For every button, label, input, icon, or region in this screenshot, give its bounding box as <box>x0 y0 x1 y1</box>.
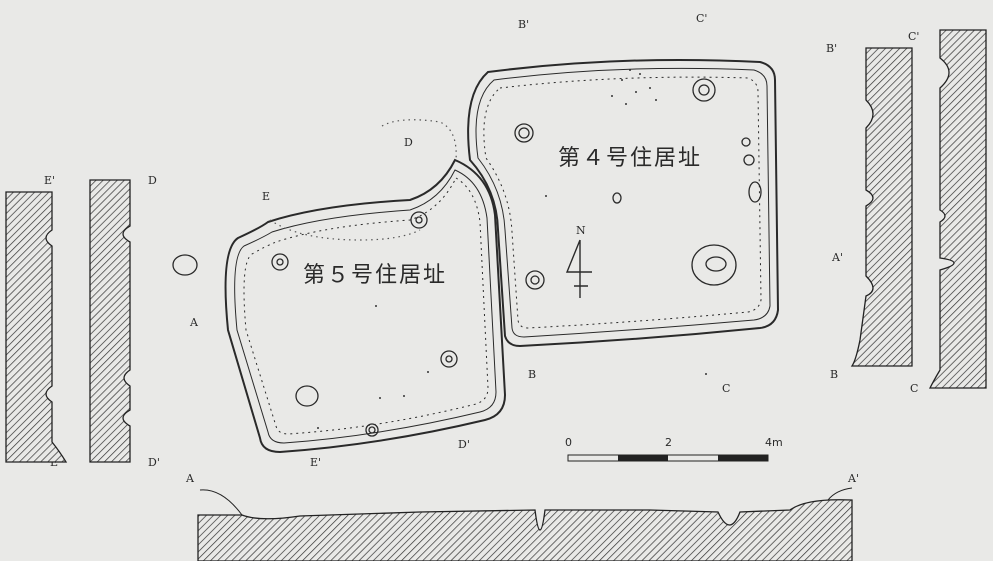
left-section-mark-d-prime: D' <box>148 456 160 469</box>
posthole <box>172 254 198 276</box>
section-mark-d-prime: D' <box>458 438 470 451</box>
section-mark-e-prime: E' <box>310 456 321 469</box>
posthole <box>743 154 755 166</box>
left-section-mark-e-prime: E' <box>44 174 55 187</box>
posthole <box>692 78 716 102</box>
section-mark-b: B <box>528 368 536 381</box>
posthole <box>748 181 762 203</box>
section-mark-c-prime: C' <box>696 12 707 25</box>
north-arrow: N <box>565 224 592 298</box>
scale-tick-0: 0 <box>565 436 572 449</box>
section-profile-a <box>197 487 853 561</box>
section-mark-a-prime: A' <box>831 251 843 264</box>
scale-tick-4m: 4m <box>765 436 783 449</box>
scale-bar: 0 2 4m <box>565 436 783 462</box>
posthole <box>271 253 289 271</box>
posthole <box>525 270 545 290</box>
section-mark-a: A <box>189 316 199 329</box>
house-4-outline <box>467 58 780 348</box>
section-profile-b <box>850 47 913 367</box>
scale-segment <box>618 455 668 461</box>
section-profile-e <box>5 191 68 463</box>
section-profile-d <box>89 179 131 463</box>
posthole-group <box>172 78 762 437</box>
right-section-mark-c-prime: C' <box>908 30 919 43</box>
dotted-earlier-outline <box>269 119 457 241</box>
posthole <box>295 385 319 407</box>
section-mark-d: D <box>404 136 413 149</box>
right-section-mark-b-prime: B' <box>826 42 837 55</box>
scale-segment <box>718 455 768 461</box>
scale-tick-2: 2 <box>665 436 672 449</box>
posthole <box>612 192 622 204</box>
posthole <box>365 423 379 437</box>
posthole <box>410 211 428 229</box>
left-section-mark-d: D <box>148 174 157 187</box>
section-mark-c: C <box>722 382 730 395</box>
artifact-points <box>317 69 707 429</box>
bottom-section-mark-a: A <box>185 472 195 485</box>
section-mark-b-prime: B' <box>518 18 529 31</box>
posthole <box>440 350 458 368</box>
house-5-title: 第５号住居址 <box>303 263 447 288</box>
house-5-outline <box>224 158 507 454</box>
house-4-title: 第４号住居址 <box>558 146 702 171</box>
posthole <box>691 244 737 286</box>
posthole <box>741 137 751 147</box>
posthole <box>514 123 534 143</box>
right-section-mark-b: B <box>830 368 838 381</box>
bottom-section-mark-a-prime: A' <box>847 472 859 485</box>
right-section-mark-c: C <box>910 382 918 395</box>
section-mark-e: E <box>262 190 270 203</box>
section-profile-c <box>928 29 987 389</box>
north-arrow-label: N <box>576 224 586 237</box>
